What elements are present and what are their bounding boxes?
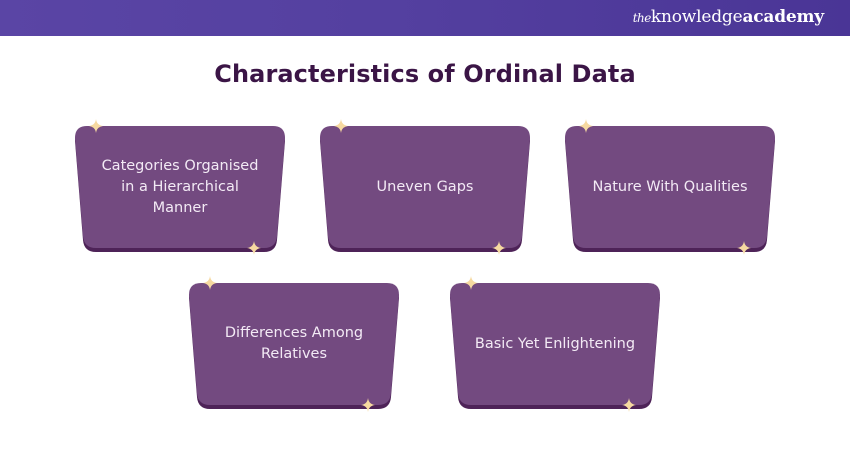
characteristic-card: Uneven Gaps bbox=[320, 119, 530, 255]
card-label: Categories Organised in a Hierarchical M… bbox=[101, 157, 259, 216]
card-label: Nature With Qualities bbox=[592, 178, 748, 195]
card-label: Uneven Gaps bbox=[376, 178, 474, 195]
card-shape bbox=[75, 126, 285, 252]
sparkle-icon bbox=[579, 119, 593, 133]
sparkle-icon bbox=[89, 119, 103, 133]
sparkle-icon bbox=[361, 398, 375, 412]
characteristic-card: Nature With Qualities bbox=[565, 119, 775, 255]
card-label: Basic Yet Enlightening bbox=[474, 335, 636, 352]
brand-prefix: the bbox=[632, 11, 652, 25]
page-title: Characteristics of Ordinal Data bbox=[214, 60, 636, 88]
brand-main: knowledge bbox=[650, 7, 743, 27]
characteristic-card: Differences Among Relatives bbox=[189, 276, 399, 412]
card-shape bbox=[320, 126, 530, 252]
card-shape bbox=[189, 283, 399, 409]
characteristic-card: Basic Yet Enlightening bbox=[450, 276, 660, 412]
characteristic-card: Categories Organised in a Hierarchical M… bbox=[75, 119, 285, 255]
sparkle-icon bbox=[247, 241, 261, 255]
sparkle-icon bbox=[622, 398, 636, 412]
card-shape bbox=[565, 126, 775, 252]
brand-suffix: academy bbox=[742, 7, 824, 27]
sparkle-icon bbox=[203, 276, 217, 290]
sparkle-icon bbox=[334, 119, 348, 133]
sparkle-icon bbox=[464, 276, 478, 290]
card-shape bbox=[450, 283, 660, 409]
sparkle-icon bbox=[492, 241, 506, 255]
header-bar: theknowledgeacademy bbox=[0, 0, 850, 36]
sparkle-icon bbox=[737, 241, 751, 255]
card-label: Differences Among Relatives bbox=[224, 325, 364, 362]
brand-logo: theknowledgeacademy bbox=[633, 7, 824, 27]
